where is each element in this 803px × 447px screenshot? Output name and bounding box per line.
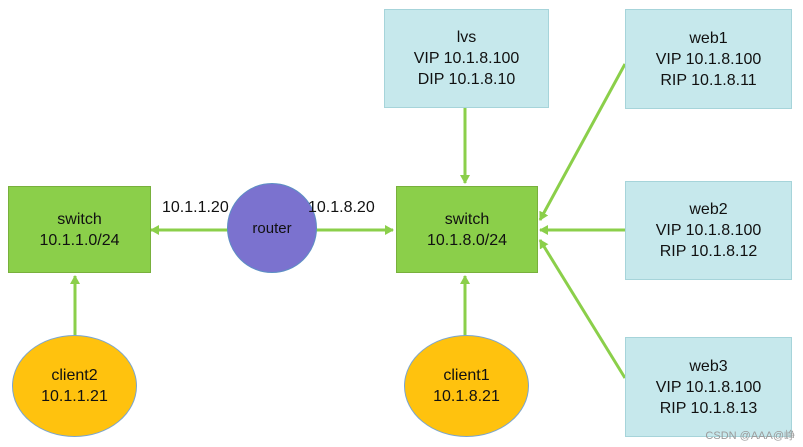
web1-server: web1 VIP 10.1.8.100 RIP 10.1.8.11	[625, 9, 792, 109]
web1-vip: VIP 10.1.8.100	[655, 50, 762, 68]
client1-ip: 10.1.8.21	[433, 388, 500, 405]
web3-name: web3	[689, 357, 728, 375]
client2-name: client2	[51, 367, 98, 384]
web2-vip: VIP 10.1.8.100	[655, 222, 762, 239]
web3-rip: RIP 10.1.8.13	[659, 399, 758, 417]
web1-rip: RIP 10.1.8.11	[660, 71, 757, 89]
web3-server: web3 VIP 10.1.8.100 RIP 10.1.8.13	[625, 337, 792, 437]
router-label: router	[252, 219, 292, 237]
client2-ip: 10.1.1.21	[41, 388, 108, 405]
switch-left: switch 10.1.1.0/24	[8, 186, 151, 273]
arrow-web1-to-switch	[538, 63, 627, 221]
watermark-text: CSDN @AAA@峥	[705, 430, 795, 442]
web2-server: web2 VIP 10.1.8.100 RIP 10.1.8.12	[625, 181, 792, 280]
web2-name: web2	[689, 201, 728, 218]
lvs-server: lvs VIP 10.1.8.100 DIP 10.1.8.10	[384, 9, 549, 108]
web3-vip: VIP 10.1.8.100	[655, 378, 762, 396]
switch-left-label: switch	[57, 210, 102, 228]
switch-right-subnet: 10.1.8.0/24	[426, 231, 508, 249]
client1-node: client1 10.1.8.21	[404, 335, 529, 437]
web1-name: web1	[689, 29, 728, 47]
router-ip-left: 10.1.1.20	[162, 199, 229, 216]
lvs-vip: VIP 10.1.8.100	[413, 50, 520, 67]
router-ip-right: 10.1.8.20	[308, 199, 375, 216]
lvs-dip: DIP 10.1.8.10	[417, 71, 516, 88]
arrow-web3-to-switch	[538, 239, 627, 379]
client2-node: client2 10.1.1.21	[12, 335, 137, 437]
router-node: router	[227, 183, 317, 273]
switch-left-subnet: 10.1.1.0/24	[39, 231, 120, 249]
switch-right: switch 10.1.8.0/24	[396, 186, 538, 273]
switch-right-label: switch	[444, 210, 490, 228]
lvs-name: lvs	[456, 29, 477, 46]
client1-name: client1	[443, 367, 490, 384]
web2-rip: RIP 10.1.8.12	[659, 243, 758, 260]
